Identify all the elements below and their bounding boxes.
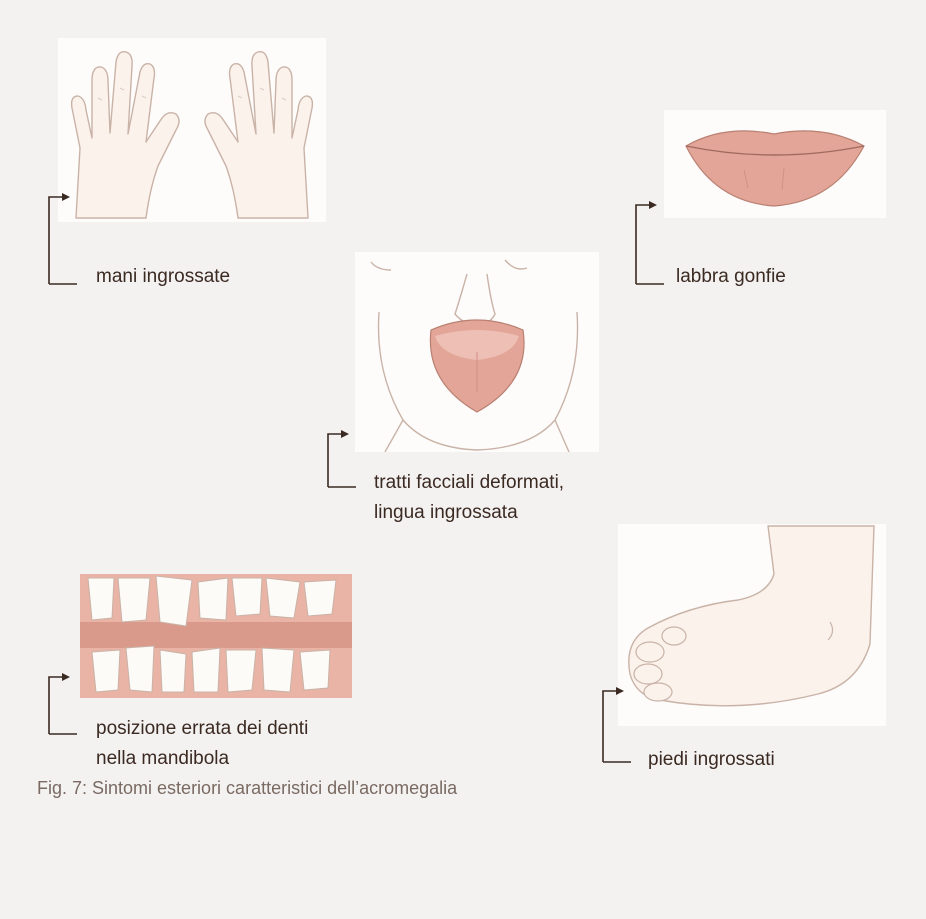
figure-caption: Fig. 7: Sintomi esteriori caratteristici… [37, 778, 457, 799]
face-illustration [355, 252, 599, 452]
label-lips: labbra gonfie [676, 262, 786, 292]
bracket-arrow-icon [40, 190, 80, 290]
lips-illustration [664, 110, 886, 218]
label-teeth-line2: nella mandibola [96, 744, 308, 774]
foot-illustration [618, 524, 886, 726]
label-face: tratti facciali deformati, lingua ingros… [374, 468, 564, 528]
label-face-line2: lingua ingrossata [374, 498, 564, 528]
label-teeth: posizione errata dei denti nella mandibo… [96, 714, 308, 774]
bracket-arrow-icon [319, 427, 359, 493]
bracket-arrow-icon [594, 684, 634, 768]
teeth-illustration [80, 574, 352, 698]
label-teeth-line1: posizione errata dei denti [96, 714, 308, 744]
label-face-line1: tratti facciali deformati, [374, 468, 564, 498]
bracket-arrow-icon [627, 198, 667, 290]
bracket-arrow-icon [40, 670, 80, 740]
hands-illustration [58, 38, 326, 222]
label-feet: piedi ingrossati [648, 745, 775, 775]
label-hands: mani ingrossate [96, 262, 230, 292]
